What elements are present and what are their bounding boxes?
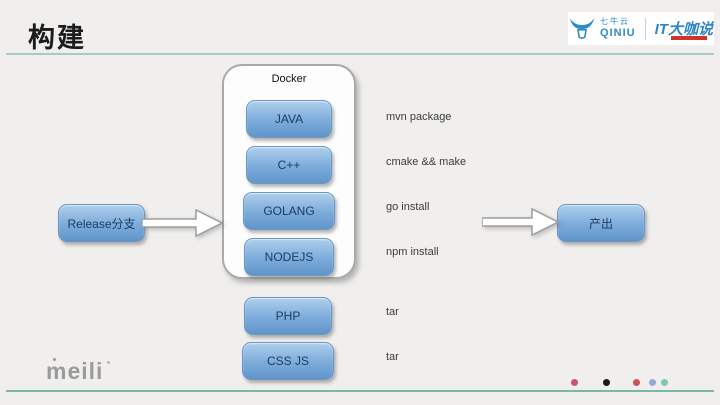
command-label-tar-php: tar [386, 306, 399, 318]
footer-dot [661, 379, 668, 386]
css-js-box: CSS JS [242, 342, 334, 380]
command-label-go: go install [386, 201, 430, 213]
meili-logo: meili [46, 358, 111, 384]
qiniu-logo-en: QINIU [600, 26, 636, 39]
golang-box: GOLANG [243, 192, 335, 230]
release-branch-box: Release分支 [58, 204, 145, 242]
docker-label: Docker [271, 73, 307, 85]
flow-arrow-icon [142, 208, 224, 238]
itdks-logo: IT大咖说 [654, 18, 713, 40]
command-label-npm: npm install [386, 246, 439, 258]
command-label-mvn: mvn package [386, 111, 452, 123]
command-label-cmake: cmake && make [386, 156, 467, 168]
qiniu-bull-icon [569, 17, 595, 41]
java-box: JAVA [246, 100, 332, 138]
logo-divider [644, 17, 646, 40]
php-box: PHP [244, 297, 332, 335]
command-label-tar-cssjs: tar [386, 351, 399, 363]
qiniu-logo-cn: 七牛云 [600, 17, 631, 27]
page-title: 构建 [28, 23, 86, 53]
itdks-logo-text: IT大咖说 [654, 21, 713, 38]
footer-dot [633, 379, 640, 386]
nodejs-box: NODEJS [244, 238, 334, 276]
qiniu-logo: 七牛云 QINIU [600, 17, 636, 39]
footer-dot [571, 379, 578, 386]
header-divider [6, 53, 714, 55]
footer-dot [649, 379, 656, 386]
footer-dot [603, 379, 610, 386]
flow-arrow-icon [482, 207, 560, 237]
logo-panel: 七牛云 QINIU IT大咖说 [568, 12, 714, 45]
output-box: 产出 [557, 204, 645, 242]
itdks-red-band [670, 36, 707, 40]
footer-divider [6, 390, 714, 392]
cpp-box: C++ [246, 146, 332, 184]
